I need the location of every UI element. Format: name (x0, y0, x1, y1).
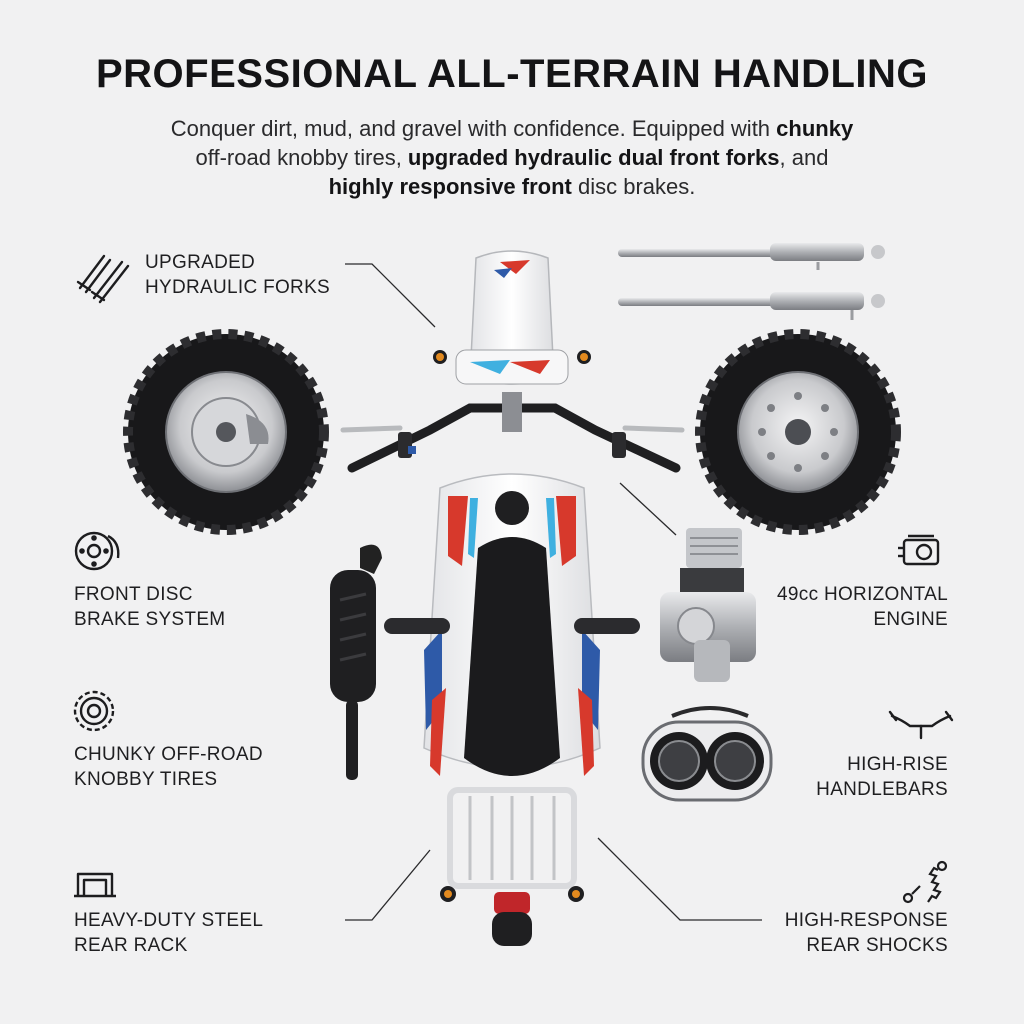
page-title: PROFESSIONAL ALL-TERRAIN HANDLING (95, 52, 929, 96)
feature-label-line: CHUNKY OFF-ROAD (74, 744, 263, 765)
feature-label-tires: CHUNKY OFF-ROAD KNOBBY TIRES (74, 742, 263, 792)
front-wheel (123, 329, 329, 535)
disc-brake-icon (74, 531, 120, 571)
subtitle-text: Conquer dirt, mud, and gravel with confi… (170, 116, 777, 141)
subtitle-bold: highly responsive front (328, 174, 572, 199)
feature-label-line: 49cc HORIZONTAL (777, 584, 948, 605)
rear-wheel (695, 329, 901, 535)
feature-label-line: HIGH-RESPONSE (784, 910, 948, 931)
feature-label-rear-rack: HEAVY-DUTY STEEL REAR RACK (74, 908, 263, 958)
feature-label-rear-shocks: HIGH-RESPONSE REAR SHOCKS (785, 908, 948, 958)
handlebar-icon (888, 710, 954, 740)
feature-label-handlebars: HIGH-RISE HANDLEBARS (816, 752, 948, 802)
subtitle-text: , and (779, 145, 829, 170)
fork-parts (618, 243, 885, 320)
feature-label-engine: 49cc HORIZONTAL ENGINE (777, 582, 948, 632)
subtitle-text: off-road knobby tires, (195, 145, 408, 170)
feature-label-line: FRONT DISC (74, 584, 193, 605)
feature-label-line: ENGINE (873, 609, 948, 630)
feature-label-line: HANDLEBARS (816, 779, 948, 800)
feature-label-line: REAR SHOCKS (806, 935, 948, 956)
headlight-part (641, 706, 773, 802)
feature-label-line: REAR RACK (74, 935, 188, 956)
feature-label-line: UPGRADED (145, 252, 256, 273)
feature-label-disc-brake: FRONT DISC BRAKE SYSTEM (74, 582, 225, 632)
dirt-bike (340, 250, 685, 946)
rear-rack-icon (74, 872, 116, 898)
subtitle-bold: upgraded hydraulic dual front forks (407, 145, 780, 170)
engine-icon (898, 534, 940, 566)
tire-icon (73, 690, 115, 732)
feature-label-line: KNOBBY TIRES (74, 769, 218, 790)
subtitle-bold: chunky (776, 116, 854, 141)
leader-lines (345, 263, 762, 921)
feature-label-line: HEAVY-DUTY STEEL (74, 910, 264, 931)
subtitle-text: disc brakes. (571, 174, 696, 199)
engine-part (660, 528, 756, 682)
feature-label-line: BRAKE SYSTEM (74, 609, 226, 630)
subtitle: Conquer dirt, mud, and gravel with confi… (92, 114, 932, 201)
shock-absorber-icon (902, 860, 948, 904)
feature-label-forks: UPGRADED HYDRAULIC FORKS (145, 250, 330, 300)
exhaust-muffler (330, 544, 382, 780)
feature-label-line: HYDRAULIC FORKS (145, 277, 331, 298)
feature-label-line: HIGH-RISE (847, 754, 948, 775)
forks-icon (76, 254, 130, 304)
